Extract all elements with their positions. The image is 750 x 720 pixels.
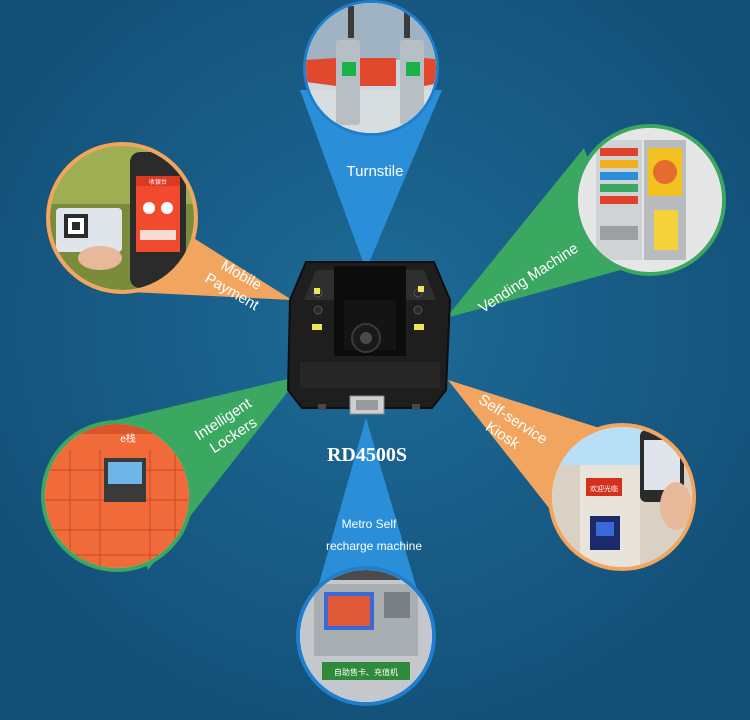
phone-header-text: 收银台 [149, 178, 167, 186]
product-name: RD4500S [327, 444, 407, 466]
ray-turnstile [300, 90, 442, 270]
kiosk-sign-text: 欢迎光临 [590, 484, 618, 493]
vending-machine-photo [574, 124, 726, 276]
metro-sign-text: 自助售卡、充值机 [334, 667, 398, 677]
self-service-kiosk-photo: 欢迎光临 [548, 423, 696, 571]
locker-brand-text: e栈 [120, 432, 136, 445]
label-turnstile: Turnstile [347, 163, 404, 180]
mobile-payment-photo: 收银台 [46, 142, 198, 294]
metro-recharge-photo: 自助售卡、充值机 [296, 566, 436, 706]
turnstile-photo [303, 0, 439, 136]
intelligent-lockers-photo: e栈 [41, 420, 193, 572]
label-metro-line2: recharge machine [326, 539, 422, 553]
rd4500s-device [286, 261, 452, 415]
label-metro-line1: Metro Self [342, 517, 397, 531]
